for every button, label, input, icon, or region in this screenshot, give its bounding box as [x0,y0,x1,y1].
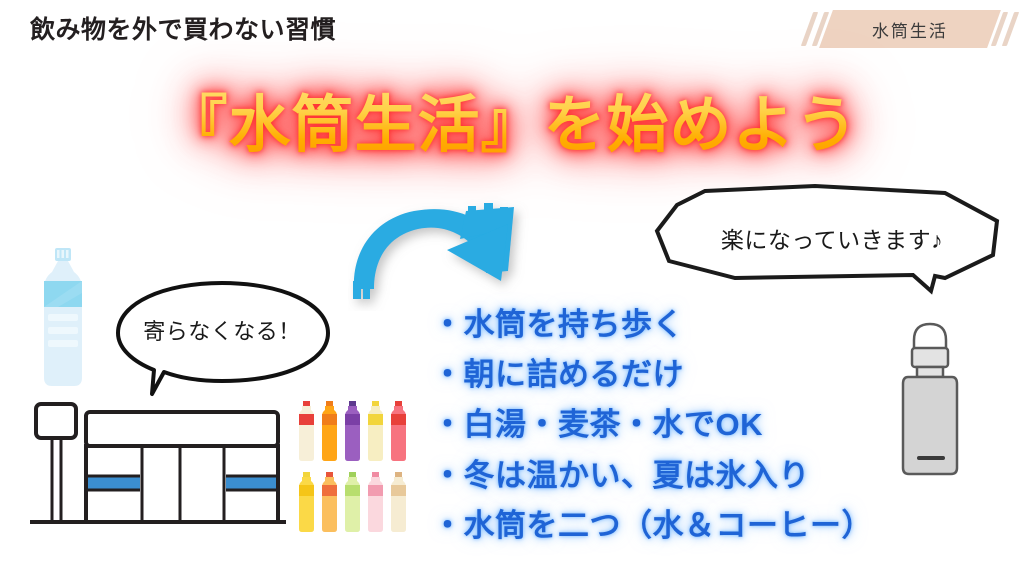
juice-bottle [322,401,337,461]
speech-bubble-left-shape [116,281,330,396]
speech-bubble-left: 寄らなくなる！ [108,278,336,400]
juice-bottle [368,401,383,461]
list-item: ・水筒を二つ（水＆コーヒー） [432,507,873,543]
list-item: ・水筒を持ち歩く [432,307,684,342]
list-item: ・冬は温かい、夏は氷入り [432,457,810,493]
speech-bubble-left-text: 寄らなくなる！ [143,319,301,344]
topic-badge: 水筒生活 [800,9,1020,49]
pet-bottle-icon [30,248,96,388]
speech-bubble-right-text: 楽になっていきます♪ [720,227,944,253]
juice-bottle [391,401,406,461]
benefits-list: ・水筒を持ち歩く ・朝に詰めるだけ ・白湯・麦茶・水でOK ・冬は温かい、夏は氷… [432,300,902,551]
list-item: ・白湯・麦茶・水でOK [432,407,763,443]
juice-bottle [391,472,406,532]
juice-bottles-group [298,398,418,540]
juice-bottle [345,472,360,532]
juice-bottle [299,472,314,532]
speech-bubble-right: 楽になっていきます♪ [645,183,1019,295]
speech-bubble-right-shape [654,183,1000,295]
convenience-store-icon [28,398,290,538]
curved-arrow-icon [348,193,544,311]
juice-bottle [345,401,360,461]
thermos-bottle-icon [895,318,965,480]
page-title: 『水筒生活』を始めよう [0,74,1024,164]
badge-label: 水筒生活 [872,21,948,41]
badge-plate: 水筒生活 [819,10,1001,48]
juice-bottle [368,472,383,532]
list-item: ・朝に詰めるだけ [432,357,684,393]
juice-bottle [299,401,314,461]
page-eyebrow-title: 飲み物を外で買わない習慣 [30,16,337,44]
juice-bottle [322,472,337,532]
